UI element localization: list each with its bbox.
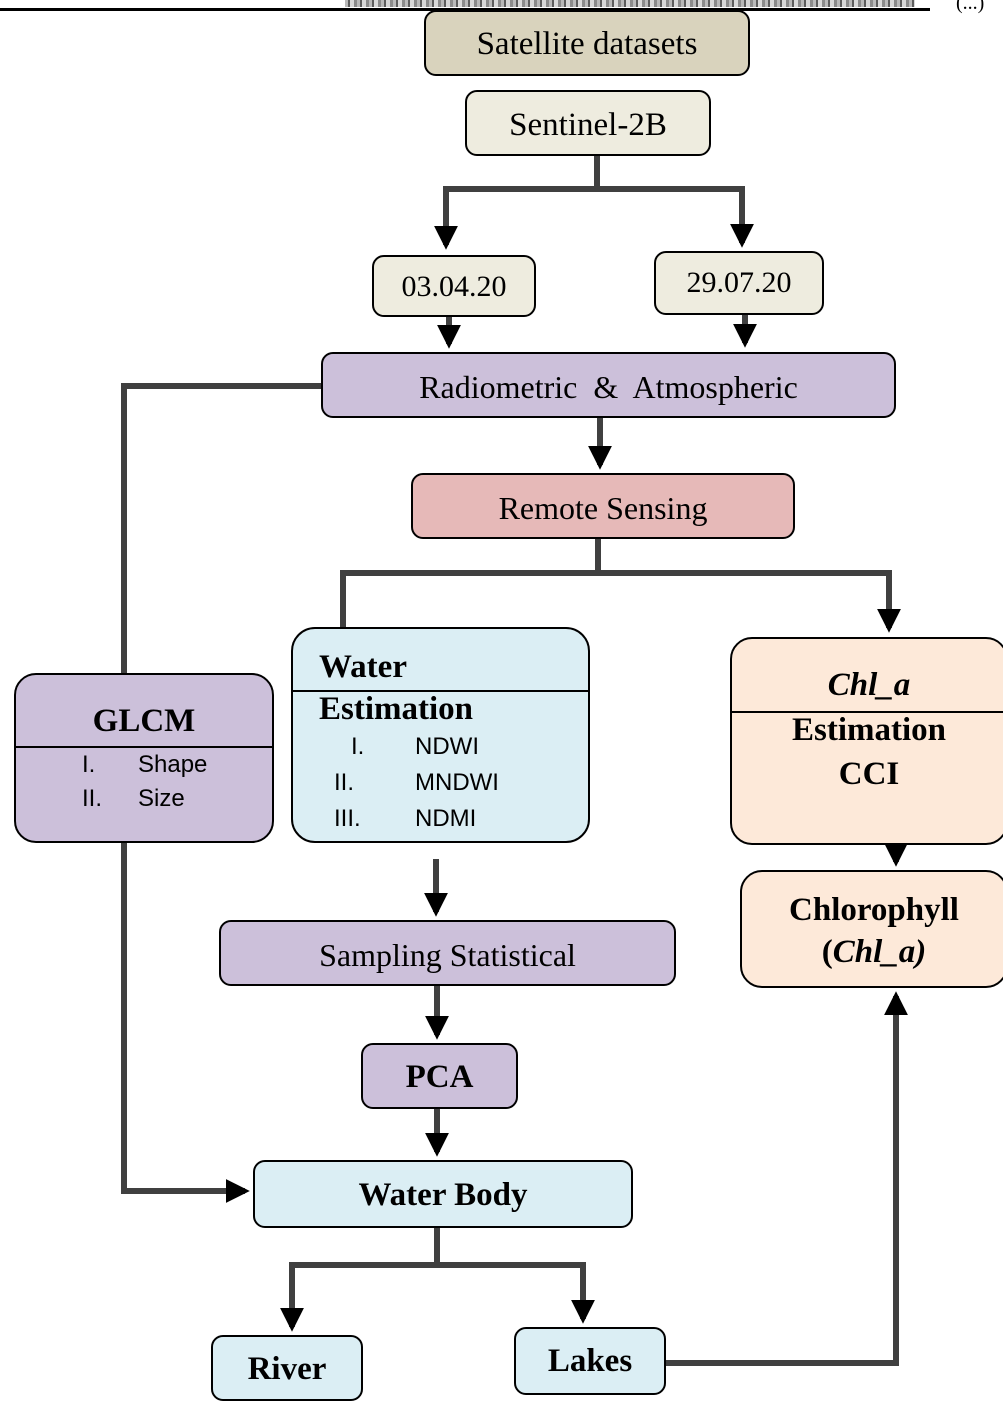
chlorophyll-line1: Chlorophyll <box>789 892 959 928</box>
header-image-strip <box>345 0 915 7</box>
chl-a-estimation-title-line3: CCI <box>838 756 900 792</box>
water-estimation-title-line2: Estimation <box>319 691 474 727</box>
glcm-item-1-text: Shape <box>138 751 208 778</box>
river-label: River <box>247 1351 327 1387</box>
date-box-1: 03.04.20 <box>372 255 536 317</box>
sampling-statistical-box: Sampling Statistical <box>219 920 676 986</box>
page-corner-text: (...) <box>956 0 985 14</box>
water-estimation-item-2-number: II. <box>334 769 355 796</box>
connector-waterbody-lakes <box>437 1262 595 1324</box>
glcm-title: GLCM <box>92 703 196 739</box>
radiometric-atmospheric-label: Radiometric & Atmospheric <box>419 369 798 405</box>
date-label-2: 29.07.20 <box>686 266 792 299</box>
water-body-box: Water Body <box>253 1160 633 1228</box>
connector-radiometric-glcm <box>121 383 321 673</box>
chl-a-estimation-title-line1: Chl_a <box>827 667 911 703</box>
pca-label: PCA <box>405 1059 474 1095</box>
glcm-item-1-number: I. <box>82 751 96 778</box>
chlorophyll-line2: (Chl_a) <box>742 934 1003 971</box>
glcm-item-2-text: Size <box>138 785 185 812</box>
satellite-datasets-label: Satellite datasets <box>476 26 698 62</box>
water-estimation-box: Water Estimation I. NDWI II. MNDWI III. … <box>291 627 590 843</box>
connector-sentinel-split-right <box>597 186 754 248</box>
lakes-label: Lakes <box>547 1343 633 1379</box>
water-body-label: Water Body <box>358 1177 528 1213</box>
header-rule <box>0 8 930 11</box>
river-box: River <box>211 1335 363 1401</box>
water-estimation-item-1-text: NDWI <box>415 733 479 760</box>
glcm-item-2-number: II. <box>82 785 103 812</box>
chl-a-estimation-box: Chl_a Estimation CCI <box>730 637 1003 845</box>
remote-sensing-box: Remote Sensing <box>411 473 795 539</box>
remote-sensing-label: Remote Sensing <box>498 490 708 526</box>
chl-a-estimation-divider <box>732 711 1003 713</box>
glcm-divider <box>16 746 272 748</box>
water-estimation-item-3-text: NDMI <box>415 805 477 832</box>
chlorophyll-line2-paren: ( <box>821 934 833 970</box>
chlorophyll-box: Chlorophyll (Chl_a) <box>740 870 1003 988</box>
water-estimation-title-line1: Water <box>319 649 407 685</box>
sentinel-2b-box: Sentinel-2B <box>465 90 711 156</box>
pca-box: PCA <box>361 1043 518 1109</box>
water-estimation-divider <box>293 690 588 692</box>
connector-glcm-waterbody <box>121 843 250 1203</box>
date-box-2: 29.07.20 <box>654 251 824 315</box>
sentinel-2b-label: Sentinel-2B <box>509 107 667 143</box>
sampling-statistical-label: Sampling Statistical <box>319 937 576 973</box>
glcm-box: GLCM I. Shape II. Size <box>14 673 274 843</box>
chl-a-estimation-title-line2: Estimation <box>791 712 946 748</box>
water-estimation-item-1-number: I. <box>351 733 365 760</box>
connector-remote-chl <box>598 570 901 633</box>
water-estimation-item-3-number: III. <box>334 805 361 832</box>
connector-waterbody-split <box>280 1228 440 1332</box>
lakes-box: Lakes <box>514 1327 666 1395</box>
satellite-datasets-box: Satellite datasets <box>424 10 750 76</box>
connector-remote-split <box>340 539 601 627</box>
chlorophyll-line2-italic: Chl_a) <box>832 934 927 970</box>
date-label-1: 03.04.20 <box>401 270 507 303</box>
water-estimation-item-2-text: MNDWI <box>415 769 499 796</box>
connector-sentinel-split <box>434 156 600 250</box>
radiometric-atmospheric-box: Radiometric & Atmospheric <box>321 352 896 418</box>
connector-lakes-chlorophyll <box>666 991 908 1366</box>
